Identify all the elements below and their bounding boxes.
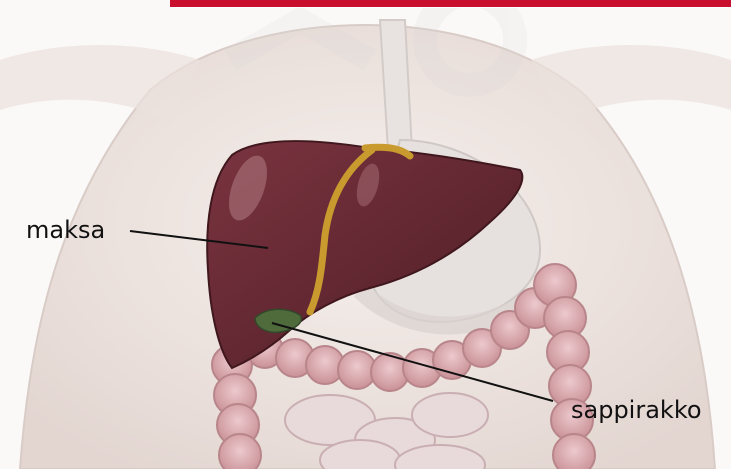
label-sappirakko: sappirakko <box>571 398 702 422</box>
label-maksa: maksa <box>26 218 105 242</box>
